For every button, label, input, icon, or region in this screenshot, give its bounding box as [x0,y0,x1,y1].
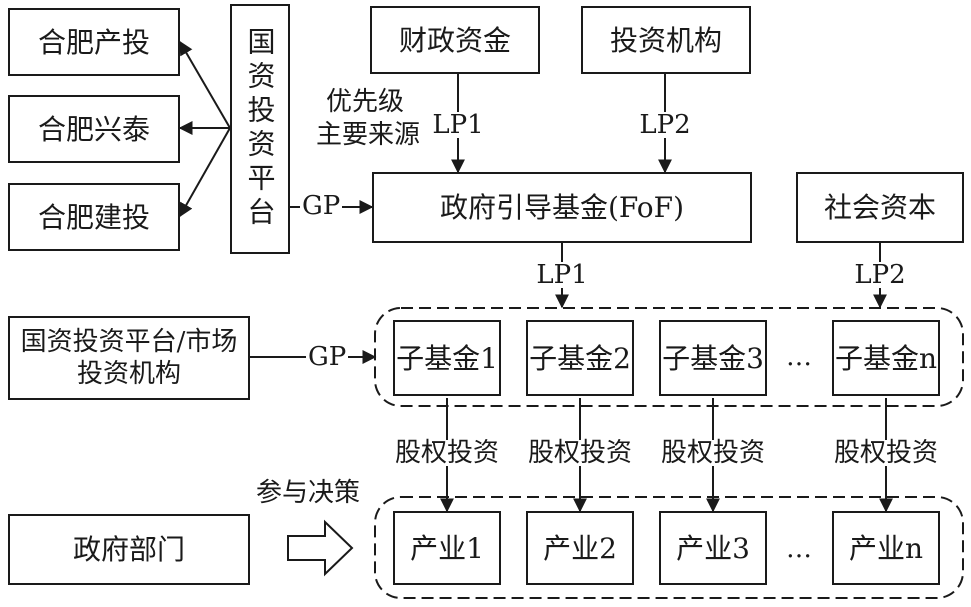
subfund-box-1: 子基金1 [393,320,501,396]
industry-ellipsis: … [786,534,812,564]
subfund-label: 子基金1 [396,341,498,375]
subfund-group-border [374,307,964,407]
fof-box: 政府引导基金(FoF) [372,172,752,243]
company-box-jiantou: 合肥建投 [8,183,180,251]
equity-label-1: 股权投资 [392,438,502,468]
company-label: 合肥兴泰 [37,112,150,146]
gp-label-bottom: GP [306,342,349,372]
industry-box-3: 产业3 [659,511,767,585]
subfund-box-n: 子基金n [832,320,940,396]
fiscal-funds-label: 财政资金 [398,23,511,57]
subfund-box-3: 子基金3 [659,320,767,396]
fof-label: 政府引导基金(FoF) [439,191,685,224]
lp2-label-bottom: LP2 [852,260,908,290]
company-label: 合肥建投 [37,200,150,234]
social-capital-box: 社会资本 [796,172,964,243]
industry-label: 产业3 [676,531,750,565]
hollow-arrow-gov-to-industries [287,519,354,577]
industry-label: 产业1 [410,531,484,565]
lp1-label-top: LP1 [430,110,486,140]
subfund-label: 子基金3 [662,341,764,375]
company-box-xingtai: 合肥兴泰 [8,95,180,163]
industry-group-border [374,496,964,599]
lp1-label-bottom: LP1 [534,260,590,290]
industry-box-2: 产业2 [526,511,634,585]
gp-manager-line1: 国资投资平台/市场 [20,326,238,357]
equity-label-3: 股权投资 [658,438,768,468]
platform-label: 国资投资平台 [243,27,277,231]
industry-label: 产业n [848,531,924,565]
priority-note: 优先级 主要来源 [316,86,420,151]
subfund-label: 子基金n [834,341,938,375]
equity-label-2: 股权投资 [525,438,635,468]
company-box-chantou: 合肥产投 [8,8,180,76]
social-capital-label: 社会资本 [823,191,936,224]
arrow-platform-to-chantou [179,40,231,129]
arrow-platform-to-jiantou [179,127,231,218]
investment-institutions-label: 投资机构 [609,23,722,57]
equity-label-n: 股权投资 [831,438,941,468]
gov-department-box: 政府部门 [8,514,250,585]
platform-box: 国资投资平台 [230,4,290,254]
investment-institutions-box: 投资机构 [581,6,751,74]
gp-manager-line2: 投资机构 [76,359,181,389]
priority-note-line2: 主要来源 [316,119,421,150]
gp-manager-box: 国资投资平台/市场 投资机构 [8,316,250,400]
company-label: 合肥产投 [37,25,150,59]
gov-department-label: 政府部门 [72,533,185,566]
lp2-label-top: LP2 [637,110,693,140]
subfund-box-2: 子基金2 [526,320,634,396]
industry-box-1: 产业1 [393,511,501,585]
industry-box-n: 产业n [832,511,940,585]
fiscal-funds-box: 财政资金 [370,6,540,74]
decision-label: 参与决策 [256,478,361,508]
subfund-label: 子基金2 [529,341,631,375]
subfund-ellipsis: … [786,342,812,372]
priority-note-line1: 优先级 [326,87,405,117]
gp-label-top: GP [300,191,343,221]
industry-label: 产业2 [543,531,617,565]
